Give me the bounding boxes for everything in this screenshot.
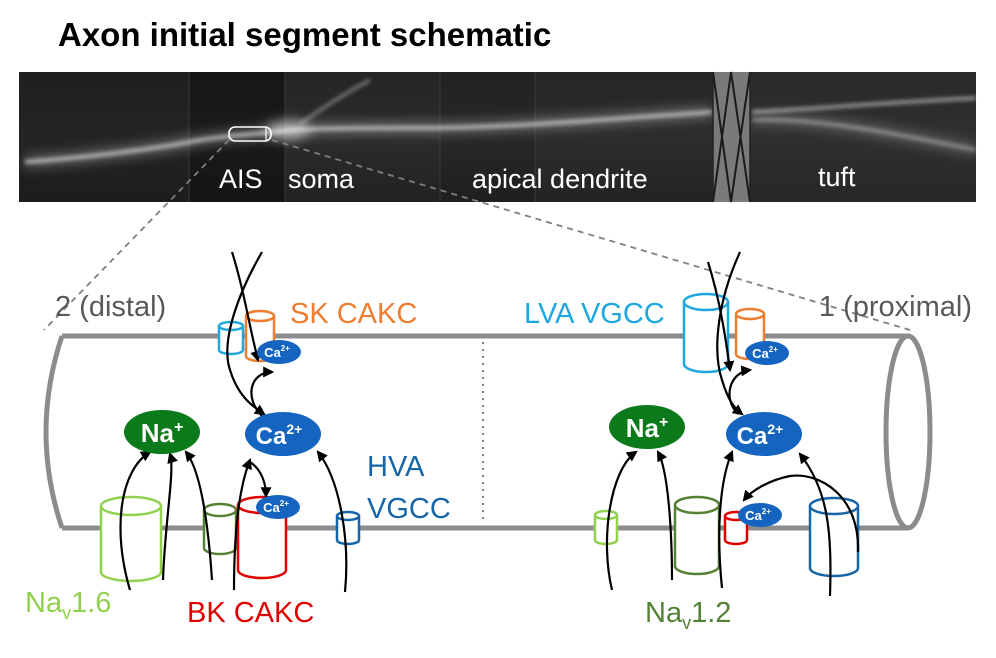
- ion-charge: +: [174, 419, 183, 436]
- neuron-process: [24, 110, 713, 164]
- label-nav16: Nav1.6: [25, 587, 111, 623]
- arrow-hva-ca: [798, 452, 832, 597]
- ion-label: Ca: [752, 346, 769, 361]
- arrow-hva-ca: [316, 450, 348, 593]
- svg-text:Ca2+: Ca2+: [264, 344, 290, 360]
- tuft-branch: [751, 96, 977, 114]
- ion-ca-small-sk-distal: Ca2+: [257, 340, 301, 364]
- ion-na-distal: Na+: [124, 410, 200, 454]
- ion-charge: +: [659, 414, 668, 431]
- arrow-nav12-na: [184, 450, 214, 581]
- label-bk-cakc: BK CAKC: [187, 597, 314, 629]
- break-marker-zigzag: [712, 71, 751, 203]
- ion-charge: 2+: [767, 421, 783, 437]
- ion-charge: 2+: [769, 345, 778, 354]
- figure-title: Axon initial segment schematic: [58, 16, 552, 53]
- label-ais: AIS: [219, 164, 263, 194]
- zoom-line-distal: [43, 139, 230, 331]
- arrow-nav16-na: [161, 451, 178, 581]
- label-tuft: tuft: [818, 162, 856, 192]
- ion-label: Ca: [745, 508, 762, 523]
- ion-ca-small-bk-distal: Ca2+: [256, 495, 300, 519]
- image-tile: [19, 72, 189, 202]
- channel-hva-distal: [335, 510, 361, 546]
- basal-branch: [299, 78, 371, 126]
- ion-charge: 2+: [280, 499, 289, 508]
- label-proximal: 1 (proximal): [819, 291, 972, 323]
- arrow-ca-bk: [249, 461, 272, 499]
- label-sk-cakc: SK CAKC: [290, 298, 417, 330]
- svg-text:Ca2+: Ca2+: [256, 421, 303, 450]
- flux-arrows: [119, 251, 860, 597]
- axon-proximal-opening: [883, 333, 933, 531]
- nav12-tail: 1.2: [691, 597, 731, 629]
- label-distal: 2 (distal): [55, 291, 166, 323]
- arrow-nav-na: [656, 450, 674, 581]
- label-soma: soma: [288, 164, 355, 194]
- ion-ca-proximal: Ca2+: [726, 412, 802, 456]
- svg-text:Ca2+: Ca2+: [752, 345, 778, 361]
- ais-highlight-box: [228, 126, 272, 142]
- image-tile: [440, 72, 535, 202]
- soma-glow: [266, 121, 310, 139]
- ion-charge: 2+: [281, 344, 290, 353]
- axon-distal-cap: [43, 335, 65, 529]
- micrograph: AIS soma apical dendrite tuft: [19, 71, 978, 203]
- ion-ca-small-sk-proximal: Ca2+: [745, 341, 789, 365]
- ion-label: Na: [626, 413, 660, 443]
- arrow-lva-ca: [716, 251, 744, 416]
- channel-nav16-distal: [99, 495, 163, 583]
- arrow-ca-sk: [728, 365, 753, 415]
- arrow-hva-small-ca: [742, 474, 860, 553]
- svg-text:Ca2+: Ca2+: [737, 421, 784, 450]
- label-lva-vgcc: LVA VGCC: [524, 298, 665, 330]
- zoom-line-proximal: [271, 139, 911, 331]
- nav16-base: Na: [25, 587, 63, 619]
- nav16-sub: v: [62, 603, 71, 623]
- arrow-lva-ca: [226, 251, 266, 416]
- svg-text:Na+: Na+: [626, 413, 669, 443]
- label-apical-dendrite: apical dendrite: [472, 164, 648, 194]
- ion-charge: 2+: [762, 507, 771, 516]
- arrow-entry-ca: [706, 261, 735, 373]
- ion-label: Ca: [737, 423, 768, 450]
- ion-label: Ca: [263, 500, 280, 515]
- svg-text:Na+: Na+: [141, 418, 184, 448]
- nav16-tail: 1.6: [71, 587, 111, 619]
- ion-label: Na: [141, 418, 175, 448]
- break-marker: [713, 72, 750, 202]
- ion-label: Ca: [256, 423, 287, 450]
- image-tile: [750, 72, 976, 202]
- channel-nav12-proximal: [673, 495, 721, 576]
- arrow-bk-ca: [232, 457, 252, 591]
- arrow-nav16-na: [119, 450, 152, 591]
- ion-ca-small-bk-proximal: Ca2+: [738, 503, 782, 527]
- nav12-sub: v: [682, 613, 691, 633]
- label-hva-line1: HVA: [367, 451, 425, 483]
- ion-ca-distal: Ca2+: [245, 412, 321, 456]
- tuft-glow: [751, 114, 978, 155]
- svg-text:Ca2+: Ca2+: [745, 507, 771, 523]
- arrow-entry-ca: [230, 251, 262, 363]
- image-tile: [535, 72, 713, 202]
- svg-text:Ca2+: Ca2+: [263, 499, 289, 515]
- arrow-nav-na: [605, 450, 638, 591]
- label-nav12: Nav1.2: [645, 597, 731, 633]
- channel-hva-proximal: [808, 496, 860, 578]
- arrow-ca-sk: [250, 366, 275, 417]
- ion-charge: 2+: [286, 421, 302, 437]
- ion-na-proximal: Na+: [609, 405, 685, 449]
- label-hva-line2: VGCC: [367, 493, 451, 525]
- ion-label: Ca: [264, 345, 281, 360]
- channel-nav16-proximal: [593, 509, 619, 546]
- arrow-bk-ca: [718, 449, 734, 589]
- image-tile: [285, 72, 440, 202]
- nav12-base: Na: [645, 597, 683, 629]
